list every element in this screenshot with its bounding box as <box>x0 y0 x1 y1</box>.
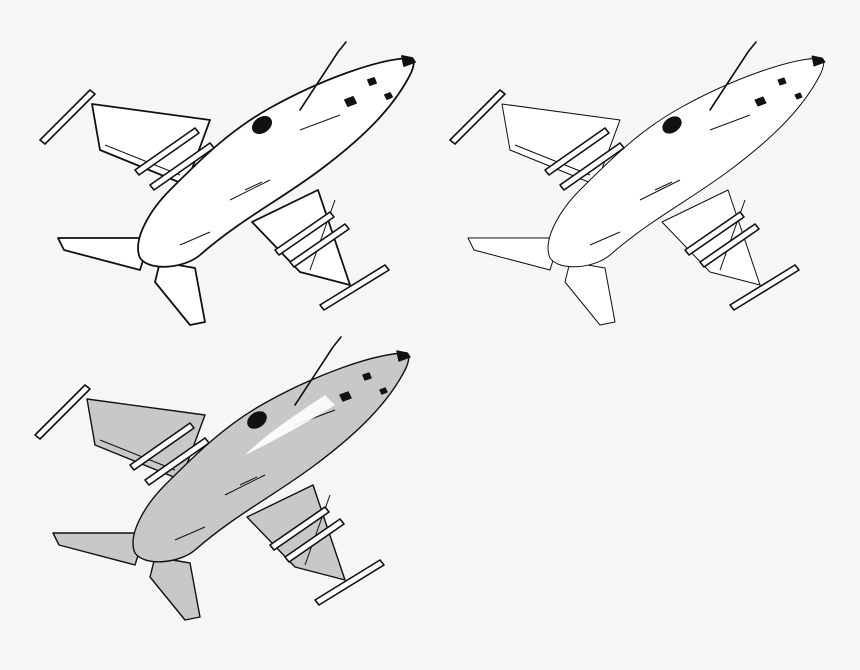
fuselage-highlight <box>245 395 335 455</box>
jet-outline-thin <box>449 41 826 326</box>
jet-outline-bold <box>39 41 416 326</box>
jet-grey-shaded <box>34 336 411 621</box>
